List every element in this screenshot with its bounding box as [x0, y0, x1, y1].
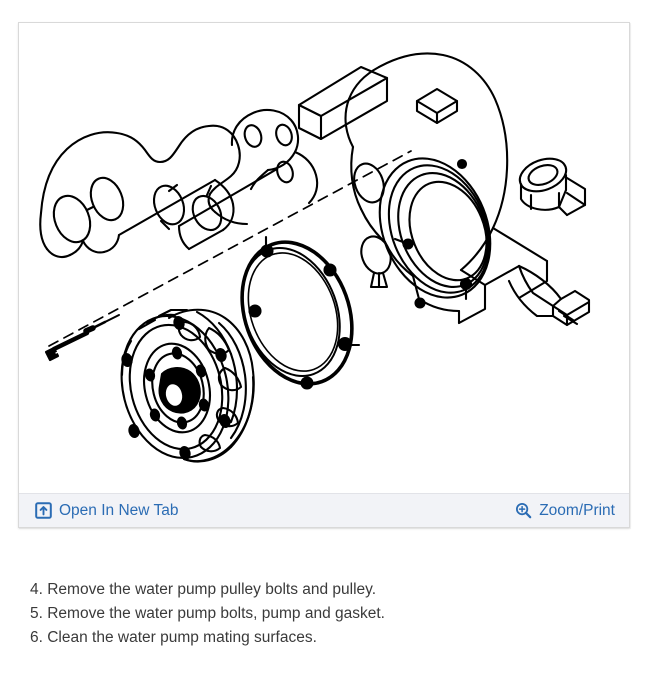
- step-item: 5. Remove the water pump bolts, pump and…: [30, 605, 385, 622]
- step-item: 4. Remove the water pump pulley bolts an…: [30, 581, 377, 598]
- water-pump-gasket: [240, 235, 361, 390]
- water-pump-assembly: [120, 308, 255, 463]
- figure-panel: Open In New Tab Zoom/Print: [18, 22, 630, 528]
- water-pump-exploded-diagram: [39, 52, 591, 463]
- pulley-hub-outer: [143, 342, 211, 434]
- upper-boss: [518, 157, 587, 217]
- zoom-print-label: Zoom/Print: [539, 501, 615, 519]
- zoom-magnifier-plus-icon: [515, 502, 532, 519]
- pump-bore-opening: [378, 157, 492, 299]
- open-in-new-tab-label: Open In New Tab: [59, 501, 179, 519]
- step-item: 6. Clean the water pump mating surfaces.: [30, 629, 317, 646]
- procedure-steps-list: 4. Remove the water pump pulley bolts an…: [30, 578, 630, 650]
- figure-image[interactable]: [19, 23, 629, 493]
- timing-cover-housing: [39, 65, 389, 259]
- coolant-outlet-tube: [507, 264, 591, 327]
- zoom-print-button[interactable]: Zoom/Print: [515, 502, 615, 519]
- figure-action-bar: Open In New Tab Zoom/Print: [19, 493, 629, 527]
- open-in-new-tab-button[interactable]: Open In New Tab: [35, 502, 178, 519]
- assembly-axis-line: [48, 150, 412, 347]
- open-in-new-tab-icon: [35, 502, 52, 519]
- engine-front-cover-housing: [344, 52, 591, 327]
- water-pump-bolt: [44, 314, 120, 362]
